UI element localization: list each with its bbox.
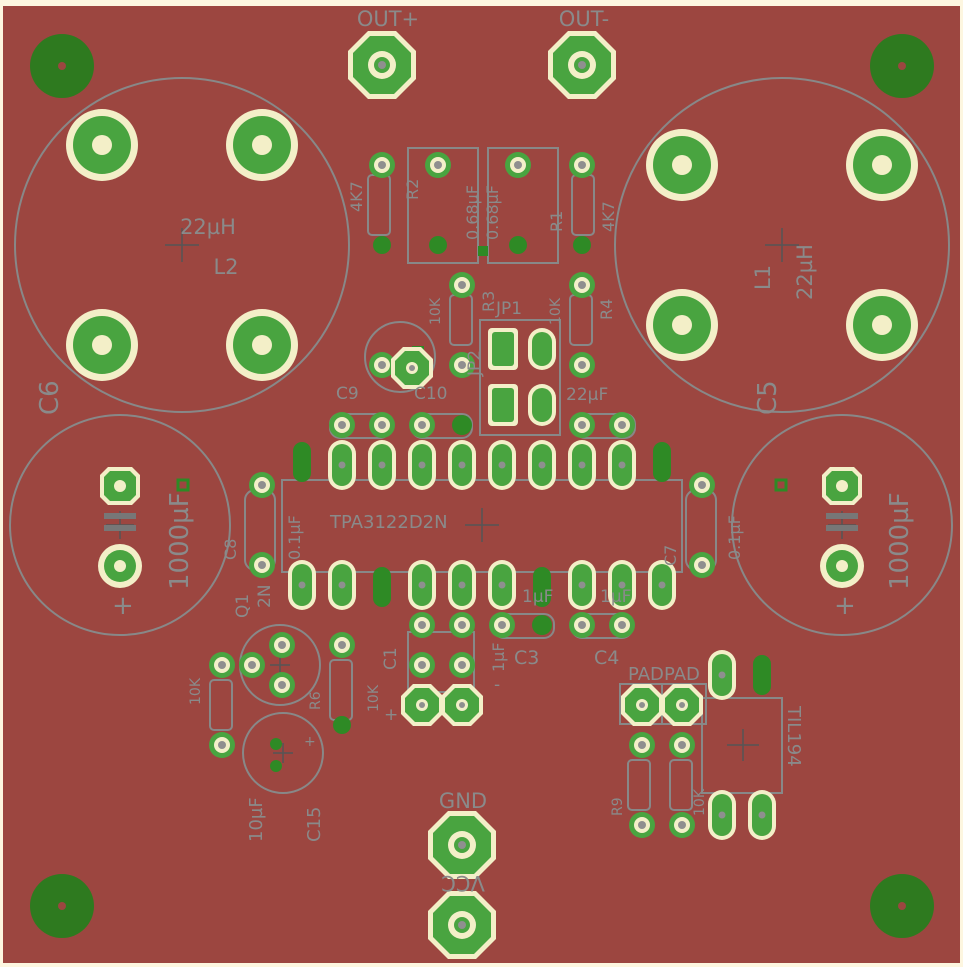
r9-label: R9 — [610, 797, 626, 816]
l2-value-label: 22µH — [180, 215, 236, 239]
ic-name-label: TPA3122D2N — [329, 512, 448, 533]
jp1-label: JP1 — [495, 299, 522, 319]
c6-plus-label: + — [112, 591, 134, 621]
c1-pad-a — [401, 684, 443, 726]
c1-pad-b — [441, 684, 483, 726]
small-plain-pads — [270, 236, 591, 772]
c10-label: C10 — [414, 384, 448, 404]
pad1-label: PAD — [628, 664, 664, 685]
c6-name-label: C6 — [35, 380, 65, 415]
q1-type-label: 2N — [255, 584, 275, 608]
out-plus-label: OUT+ — [357, 7, 419, 31]
jumper-pads — [488, 328, 556, 426]
r3-label: R3 — [479, 291, 498, 312]
silkscreen-outlines — [9, 77, 953, 811]
c5-plus-label: + — [834, 591, 856, 621]
gnd-label: GND — [439, 789, 487, 813]
l1-pad-1 — [646, 129, 718, 201]
gnd-pad — [428, 811, 496, 879]
mount-hole-bl — [30, 874, 94, 938]
r1-label: R1 — [547, 211, 566, 232]
mount-hole-tr — [870, 34, 934, 98]
c3-label: C3 — [514, 647, 539, 669]
r-10k-b-label: 10K — [548, 297, 564, 325]
c068-a-label: 0.68µF — [463, 185, 482, 240]
r-10k-a-label: 10K — [428, 297, 444, 325]
jp2-label: JP2 — [465, 350, 485, 377]
r-10k-c-label: 10K — [188, 677, 204, 705]
out-minus-label: OUT- — [559, 7, 609, 31]
c-1u-c-label: 1µF — [600, 587, 631, 607]
pad-1 — [621, 684, 663, 726]
c5-name-label: C5 — [753, 380, 783, 415]
c15-value-label: 10µF — [246, 797, 267, 842]
c6-pads — [98, 467, 190, 588]
c15-plus-label: + — [304, 734, 316, 750]
pad-2 — [661, 684, 703, 726]
r-10k-d-label: 10K — [366, 684, 382, 712]
c22-label: 22µF — [566, 385, 608, 405]
l2-pad-1 — [66, 109, 138, 181]
l2-name-label: L2 — [213, 255, 238, 279]
r6-label: R6 — [308, 691, 324, 710]
r-4k7-right-label: 4K7 — [599, 201, 618, 232]
c-1u-a-label: 1µF — [489, 642, 508, 672]
c15-label: C15 — [304, 807, 325, 842]
vcc-label: VCC — [441, 871, 485, 895]
vcc-pad — [428, 891, 496, 959]
l1-pad-3 — [646, 289, 718, 361]
r4-label: R4 — [597, 299, 616, 320]
c8-label: C8 — [221, 539, 240, 560]
pad2-label: PAD — [664, 664, 700, 685]
c1-minus-label: - — [494, 675, 500, 695]
l1-name-label: L1 — [751, 265, 775, 290]
mount-hole-tl — [30, 34, 94, 98]
out-minus-pad — [548, 31, 616, 99]
board-substrate — [3, 6, 960, 963]
c7-value-label: 0.1µF — [725, 515, 744, 560]
c1-plus-label: + — [384, 705, 398, 725]
r-10k-e-label: 10K — [692, 788, 708, 816]
c1-label: C1 — [381, 647, 401, 670]
l1-pad-2 — [846, 129, 918, 201]
out-plus-pad — [348, 31, 416, 99]
l1-value-label: 22µH — [793, 244, 817, 300]
l2-pad-3 — [66, 309, 138, 381]
c4-label: C4 — [594, 647, 619, 669]
c8-value-label: 0.1µF — [285, 515, 304, 560]
mount-hole-br — [870, 874, 934, 938]
c6-value-label: 1000µF — [165, 492, 195, 590]
c7-label: C7 — [661, 545, 680, 566]
q-small-pad — [391, 347, 433, 389]
c5-value-label: 1000µF — [885, 492, 915, 590]
l2-pad-2 — [226, 109, 298, 181]
l2-pad-4 — [226, 309, 298, 381]
l1-pad-4 — [846, 289, 918, 361]
c9-label: C9 — [336, 384, 359, 404]
c068-b-label: 0.68µF — [483, 185, 502, 240]
r-4k7-left-label: 4K7 — [347, 181, 366, 212]
til194-label: TIL194 — [783, 705, 804, 767]
q1-label: Q1 — [233, 594, 253, 618]
c5-pads — [774, 467, 864, 588]
r2-label: R2 — [403, 179, 422, 200]
c-1u-b-label: 1µF — [522, 587, 553, 607]
